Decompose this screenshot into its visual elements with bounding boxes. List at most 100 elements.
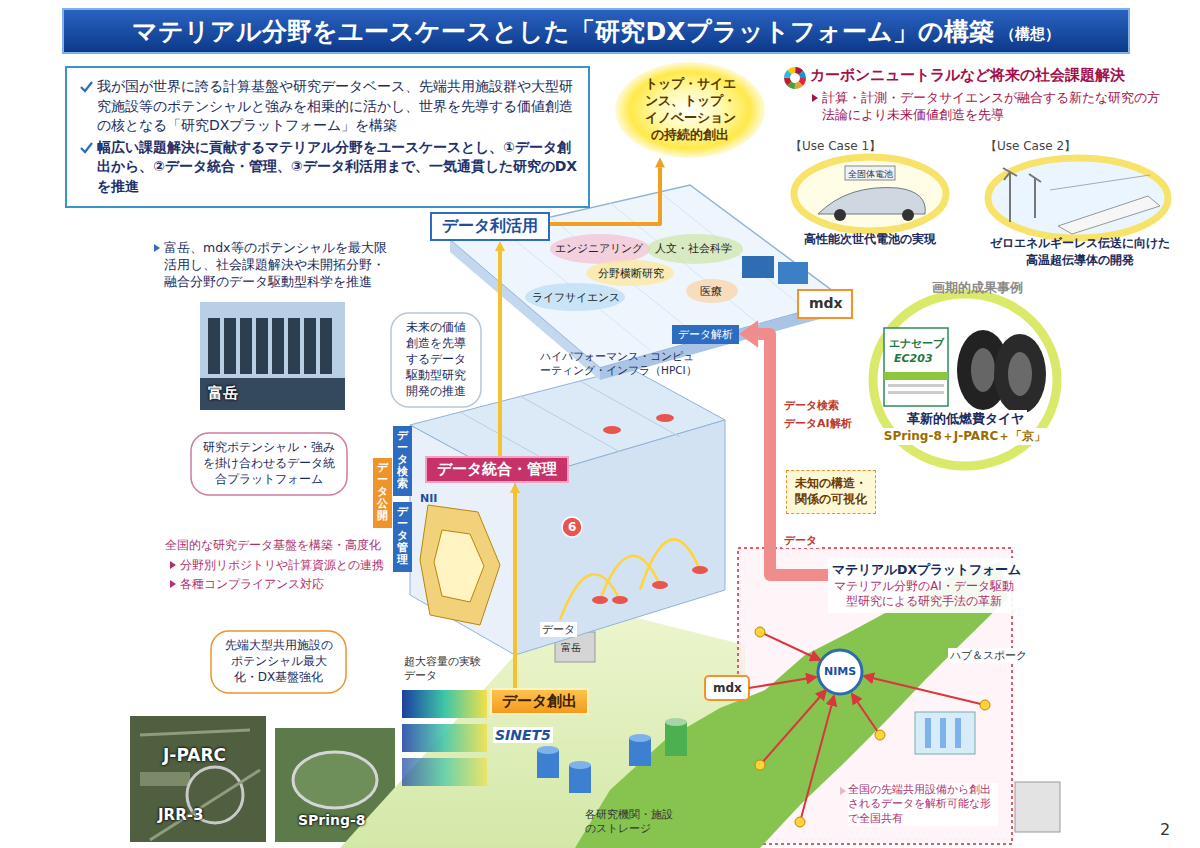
tire-picture [1008,352,1032,396]
hub-network [852,694,880,735]
use-case-1-picture [834,209,846,221]
sdg-wheel [787,70,803,86]
label-text: 医療 [700,284,722,299]
storage-cylinder [665,722,687,756]
data-side-bar [373,458,392,528]
fugaku-photo [320,318,332,374]
hub-network [818,650,862,694]
tire-picture [873,294,1057,466]
tire-picture [884,328,948,406]
connector-line [758,334,828,575]
hub-network [755,627,765,637]
label-text: データ管理 [397,506,408,566]
label-text: 全国の先端共用設備から創出されるデータを解析可能な形で全国共有 [848,783,998,826]
callout-cloud: 研究ポテンシャル・強みを掛け合わせるデータ統合プラットフォーム [190,432,348,496]
hub-network [915,712,975,754]
connector-arrowhead [655,158,665,168]
facility-photo [140,730,260,840]
use-case-circle: 【Use Case 1】高性能次世代電池の実現 [790,138,950,248]
hub-network [800,696,834,822]
hub-network [940,718,946,748]
label-text: 全国的な研究データ基盤を構築・高度化 [165,538,381,553]
label-text: 超大容量の実験データ [404,655,488,684]
layer-tag: データ統合・管理 [425,456,569,483]
tire-picture [873,294,1057,466]
check-icon [81,82,92,91]
connector-line [498,251,502,456]
sdg-wheel [787,70,803,86]
bullet-chevron [170,561,176,569]
picture-space [985,155,1175,235]
node-text: 先端大型共用施設のポテンシャル最大化・DX基盤強化 [222,638,335,686]
label-text: 6 [568,520,576,534]
storage-cylinder [537,718,687,793]
sdg-wheel [787,70,803,86]
hub-network [980,700,990,710]
label-text: 全固体電池 [848,168,893,181]
integration-layer-block [410,368,725,655]
node-text: マテリアル分野のAI・データ駆動型研究による研究手法の革新 [832,579,1016,609]
storage-cylinder [665,718,687,726]
hub-network [760,632,820,660]
label-text: NIMS [824,665,856,678]
analysis-tag: データ解析 [672,325,739,344]
label-text: 富岳 [561,641,581,655]
integration-layer-block [560,539,700,620]
title-bar: マテリアル分野をユースケースとした「研究DXプラットフォーム」の構築（構想） [62,8,1130,54]
check-icon [79,80,93,94]
storage-cylinder [629,734,651,742]
cloud-shape [391,313,481,407]
use-layer-plane [798,290,852,318]
integration-layer-block [562,517,582,537]
visualize-box: 未知の構造・関係の可視化 [786,470,876,514]
platform-box: マテリアルDXプラットフォームマテリアル分野のAI・データ駆動型研究による研究手… [828,558,1020,613]
sdg-wheel [787,70,803,86]
use-layer-plane [686,279,738,303]
label-text: データ [540,622,577,637]
tire-picture [888,391,944,394]
tire-picture [994,334,1046,414]
bullet-chevron [812,94,818,102]
storage-cylinder [537,750,559,778]
label-text: 各研究機関・施設のストレージ [585,808,680,837]
hub-network [795,817,805,827]
node-text: トップ・サイエンス、トップ・イノベーションの持続的創出 [643,76,737,144]
storage-cylinder [569,765,591,793]
cloud-shape [211,631,346,693]
integration-layer-block [692,566,708,574]
label-text: 富岳、mdx等のポテンシャルを最大限活用し、社会課題解決や未開拓分野・融合分野の… [164,240,390,291]
use-case-2-picture [1003,168,1041,222]
hub-network [705,676,749,700]
fugaku-photo [256,318,268,374]
hub-network [749,677,816,688]
connector-arrowhead [495,241,505,251]
label-text: 富岳 [208,384,238,403]
picture-space [790,155,950,231]
storage-cylinder [629,738,651,766]
label-text: 2 [1160,820,1170,839]
use-layer-plane [742,256,774,278]
ground-map [402,724,487,752]
fugaku-photo [240,318,252,374]
connector-line [513,493,517,688]
hub-network [875,730,885,740]
label-text: エナセーブ [889,336,944,351]
glow-cloud-shape [615,62,765,158]
tire-picture [884,372,948,380]
use-layer-plane [647,234,743,264]
bullet-chevron [170,580,176,588]
integration-layer-block [460,381,680,468]
label-text: EC203 [894,352,933,365]
node-text: 未来の価値創造を先導するデータ駆動型研究開発の推進 [402,320,470,400]
node-text: データ解析 [678,327,733,342]
label-text: mdx [809,295,843,311]
node-text: 革新的低燃費タイヤ [904,410,1027,428]
tire-picture [888,384,944,387]
facility-photo [130,716,395,842]
label-text: 分野別リポジトリや計算資源との連携 [180,558,384,573]
integration-layer-block [652,581,668,589]
check-icon [79,141,93,155]
node-text: ゼロエネルギーレス伝送に向けた高温超伝導体の開発 [985,235,1175,269]
connector [510,483,520,688]
